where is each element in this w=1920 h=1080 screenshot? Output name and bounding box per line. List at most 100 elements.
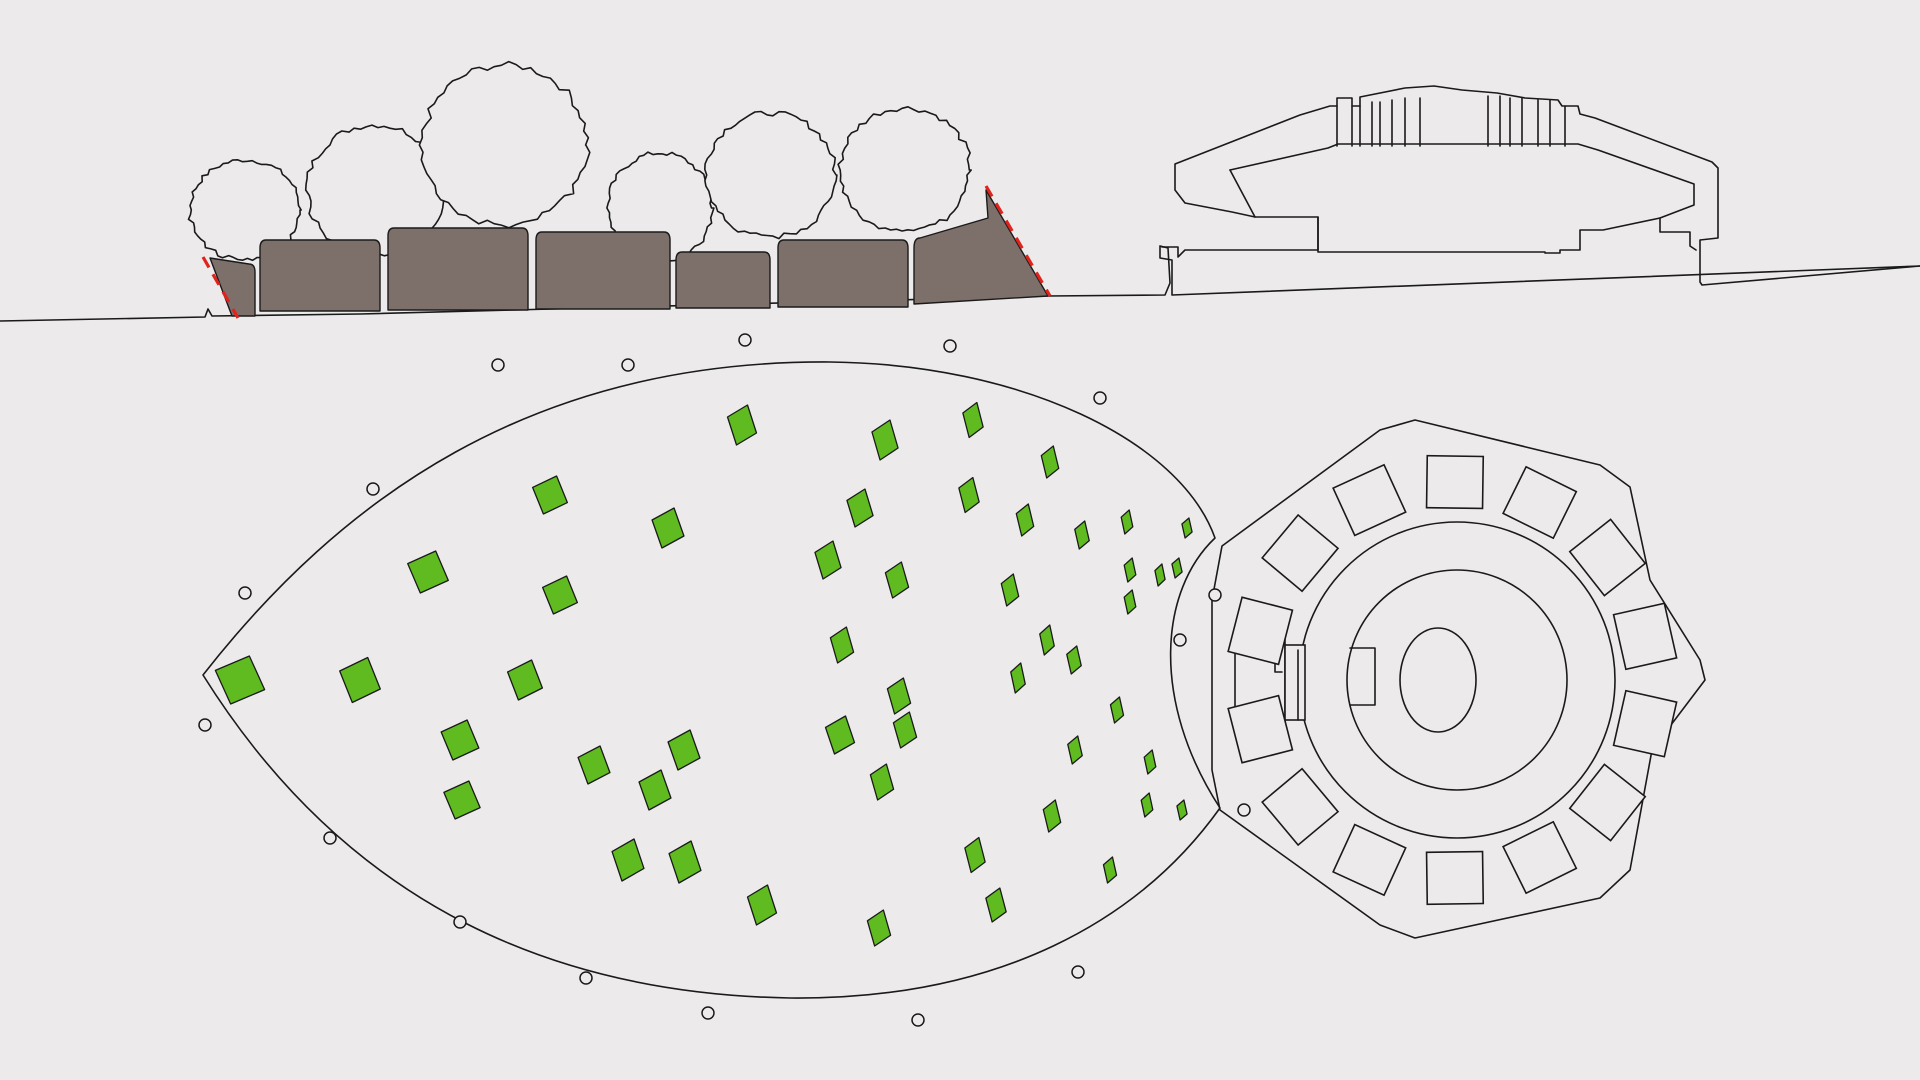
green-tile	[829, 626, 855, 664]
green-tile	[214, 655, 266, 705]
green-tile	[1120, 509, 1134, 535]
green-tile	[577, 745, 611, 785]
radial-room	[1332, 823, 1407, 897]
green-tile	[746, 884, 778, 926]
green-tile	[667, 729, 701, 771]
perimeter-post	[943, 339, 957, 353]
perimeter-post	[198, 718, 212, 732]
radial-room	[1227, 596, 1294, 666]
green-tile	[1000, 573, 1020, 607]
planting-masses	[209, 189, 1049, 317]
green-tile	[1181, 517, 1193, 539]
tree-canopy	[418, 60, 591, 229]
radial-room	[1612, 689, 1678, 758]
pavilion-ring-inner	[1346, 569, 1568, 791]
radial-room	[1261, 513, 1340, 593]
green-tile	[726, 404, 758, 446]
green-tile	[1067, 735, 1083, 765]
green-tile	[1040, 445, 1060, 479]
perimeter-post	[323, 831, 337, 845]
tree-canopy	[837, 106, 972, 232]
building-wing-left	[1229, 169, 1256, 218]
perimeter-post	[1071, 965, 1085, 979]
radial-room	[1425, 454, 1485, 510]
perimeter-post	[911, 1013, 925, 1027]
building-roof-band	[1229, 143, 1697, 251]
green-tile	[339, 656, 381, 704]
green-tile	[1123, 589, 1137, 615]
green-tile	[886, 677, 912, 715]
green-tile	[506, 659, 544, 701]
green-tile	[1010, 662, 1026, 694]
green-tile	[871, 419, 899, 461]
radial-room	[1332, 463, 1407, 537]
planting-mass-segment	[209, 257, 256, 317]
green-tile	[985, 887, 1007, 923]
building-roof-slots	[1336, 95, 1566, 147]
green-tile	[668, 840, 702, 884]
radial-room	[1568, 763, 1647, 842]
green-tile	[1039, 624, 1055, 656]
green-tile	[1074, 520, 1090, 550]
perimeter-post	[1237, 803, 1251, 817]
central-oval	[1399, 627, 1477, 733]
building-elevation-outline	[1161, 85, 1920, 286]
green-tile	[1042, 799, 1062, 833]
green-tile	[958, 476, 980, 514]
entry-counter	[1284, 644, 1306, 721]
green-tile	[866, 909, 892, 947]
planting-mass-segment	[387, 227, 529, 311]
green-tile	[440, 719, 480, 761]
green-tile	[611, 838, 645, 882]
planting-mass-segment	[675, 251, 771, 309]
green-tile	[1066, 645, 1082, 675]
building-body	[1317, 216, 1661, 254]
planting-mass-segment	[259, 239, 381, 312]
green-tile	[531, 475, 569, 515]
green-tile	[962, 401, 984, 439]
green-tile	[1140, 792, 1154, 818]
green-tile	[1143, 749, 1157, 775]
green-tile	[1176, 799, 1188, 821]
radial-room	[1502, 820, 1578, 895]
green-tile	[1171, 557, 1183, 579]
slope-edge-left	[201, 256, 240, 319]
tree-canopy	[704, 110, 838, 240]
green-tile	[884, 561, 910, 599]
perimeter-post	[701, 1006, 715, 1020]
green-tile	[869, 763, 895, 801]
planting-mass-segment	[535, 231, 671, 310]
perimeter-post	[1173, 633, 1187, 647]
green-tile	[964, 836, 986, 874]
radial-room	[1502, 465, 1578, 540]
slope-edge-right	[984, 185, 1052, 297]
planting-mass-segment	[777, 239, 909, 308]
perimeter-post	[238, 586, 252, 600]
perimeter-post	[491, 358, 505, 372]
leaf-garden-outline	[202, 361, 1221, 999]
ring-entry	[1349, 647, 1376, 706]
green-tile	[1102, 856, 1118, 884]
radial-room	[1612, 602, 1678, 671]
elevation-section	[0, 60, 1920, 322]
green-tile	[1015, 503, 1035, 537]
perimeter-post	[1093, 391, 1107, 405]
perimeter-post	[1208, 588, 1222, 602]
perimeter-post	[366, 482, 380, 496]
radial-room	[1568, 518, 1647, 597]
perimeter-posts	[198, 333, 1251, 1027]
green-tile	[541, 575, 579, 615]
green-tile	[1109, 696, 1125, 724]
green-tile	[1123, 557, 1137, 583]
green-tile	[824, 715, 856, 755]
green-tile	[651, 507, 685, 549]
perimeter-post	[453, 915, 467, 929]
site-plan	[198, 333, 1706, 1027]
green-tile	[407, 550, 449, 594]
green-tile	[846, 488, 874, 528]
green-tile	[814, 540, 842, 580]
green-tile	[1154, 563, 1166, 587]
radial-room	[1227, 694, 1294, 764]
radial-room	[1425, 850, 1485, 906]
green-tile	[443, 780, 481, 820]
